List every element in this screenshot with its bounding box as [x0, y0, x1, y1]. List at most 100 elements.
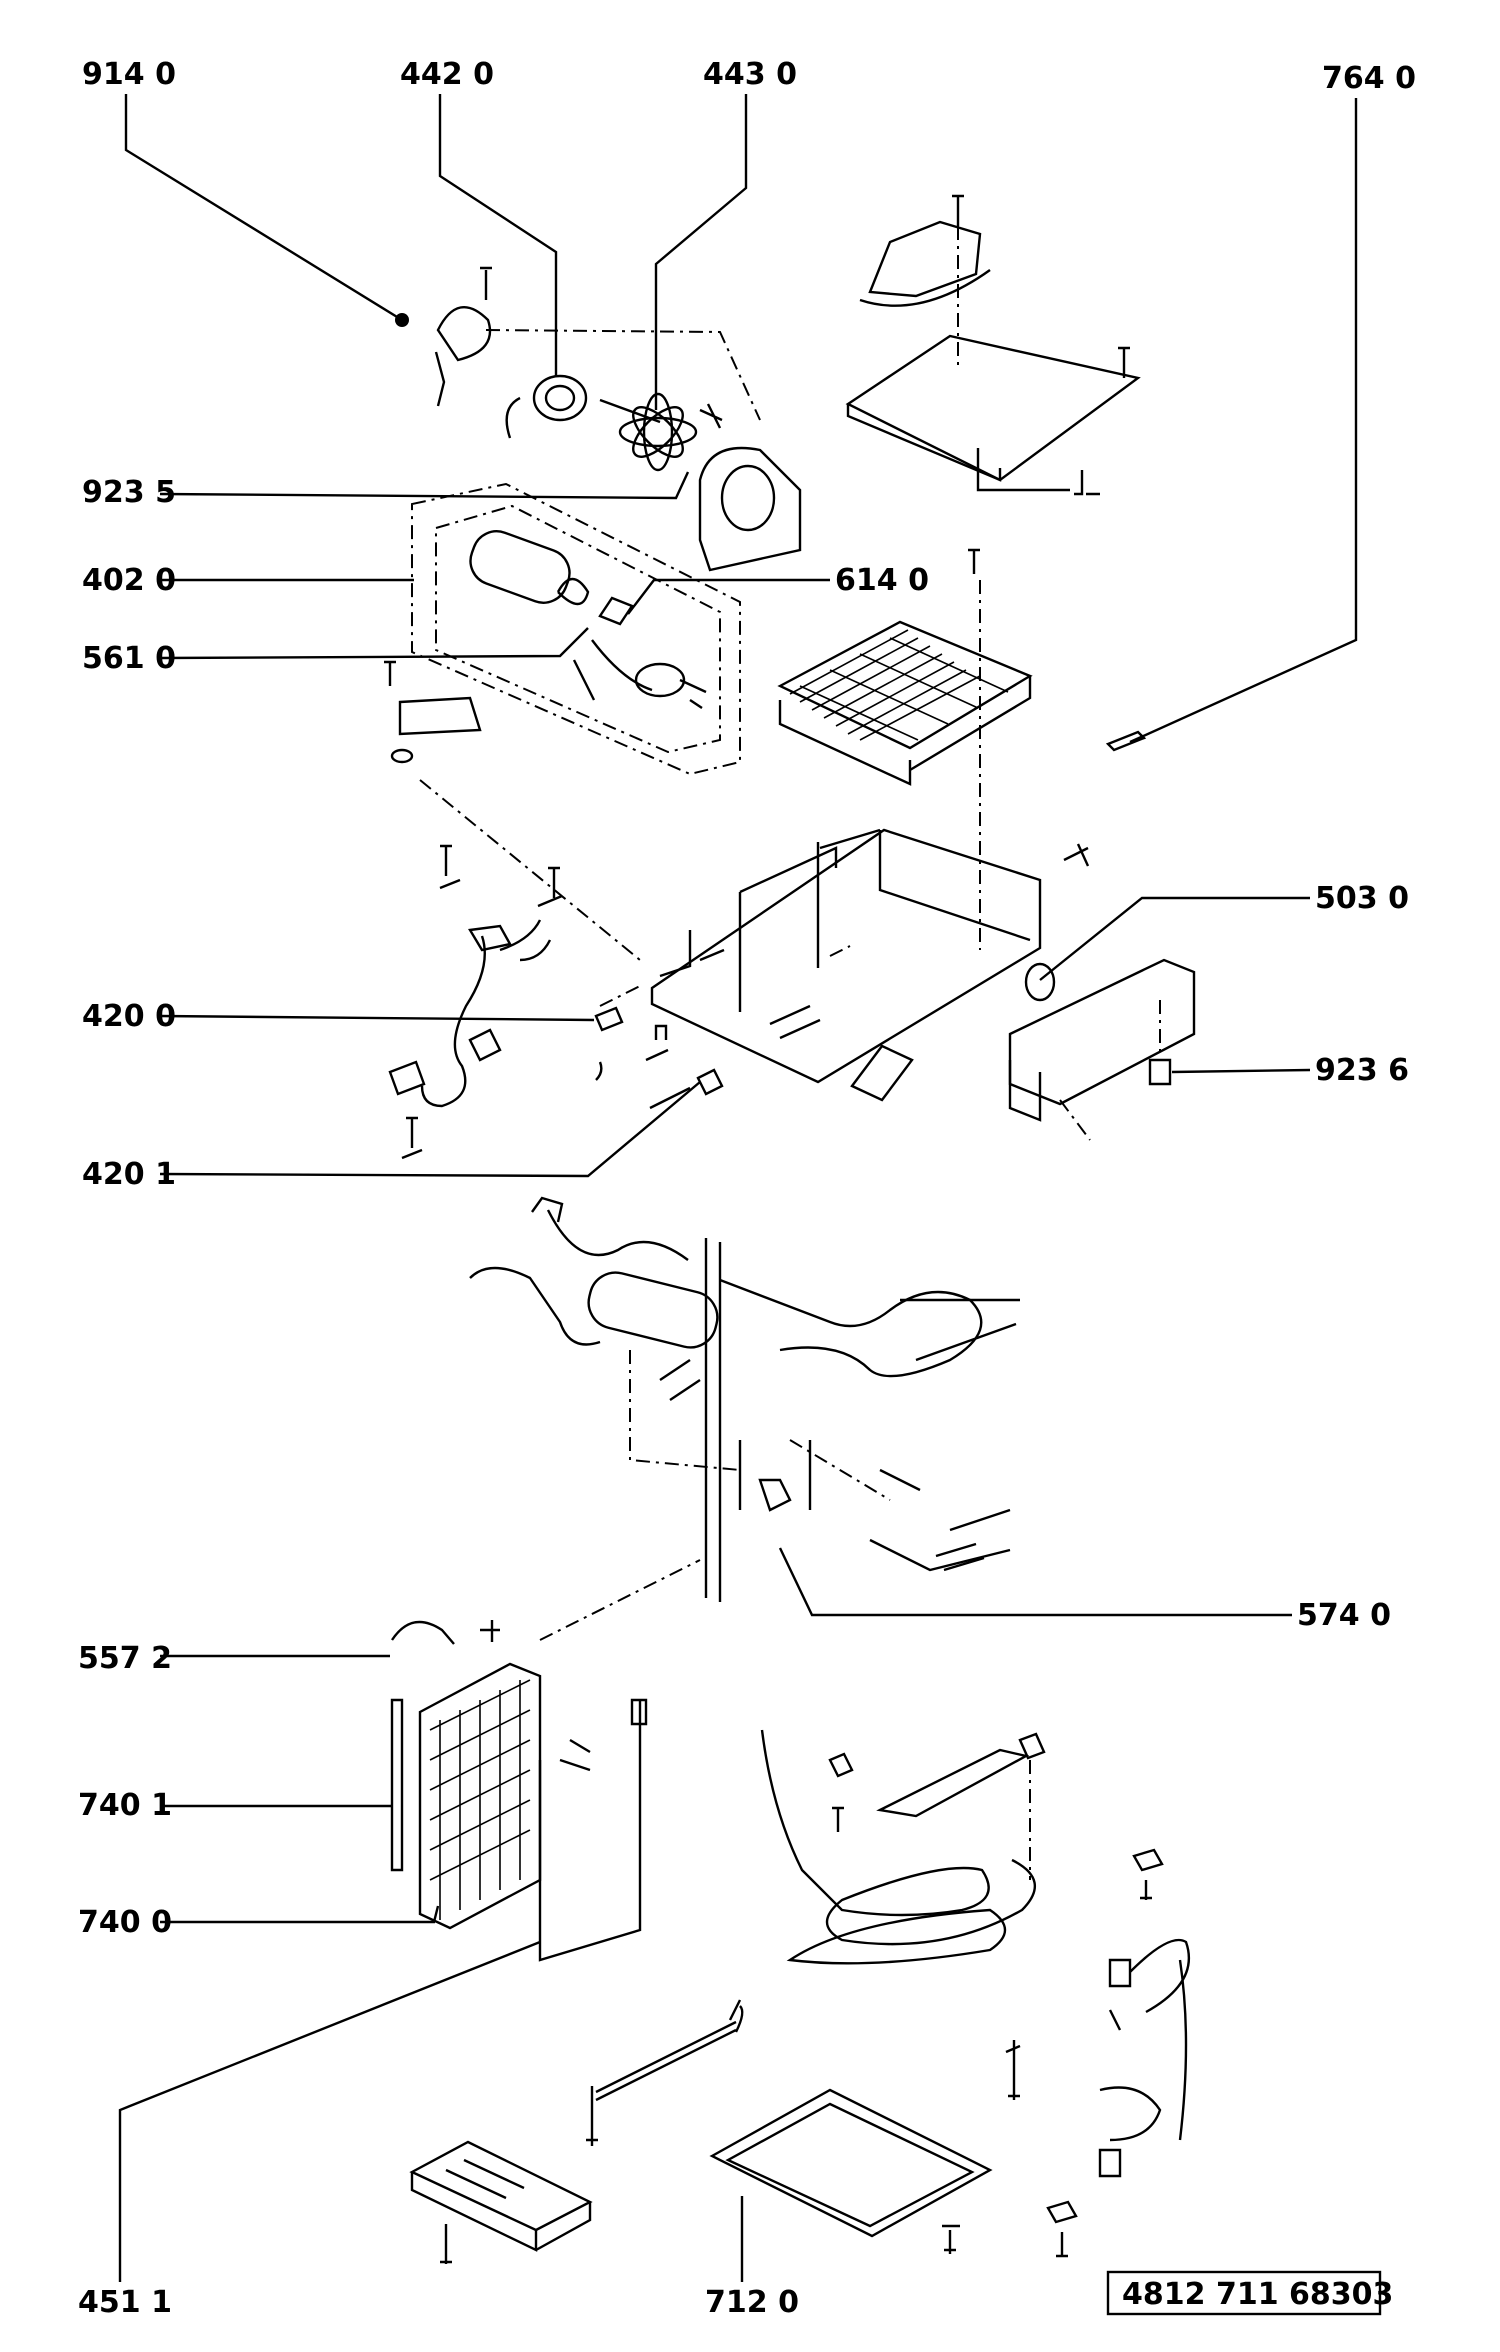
leader-923-6	[1171, 1068, 1311, 1074]
screw-tray-bottom	[942, 2224, 960, 2254]
thermostat-housing	[868, 220, 982, 298]
leader-923-5	[159, 471, 690, 500]
capacitor-group-402-0	[384, 482, 741, 776]
condenser-assembly	[390, 1559, 701, 1962]
inner-outline-402-0	[435, 504, 721, 754]
coil-frame-edge	[778, 676, 1032, 786]
heater-bracket	[876, 1748, 1030, 1818]
harness-clip-top	[1132, 1848, 1164, 1872]
screw-cord-bottom	[401, 1116, 423, 1160]
starter-561-0	[634, 662, 686, 698]
base-pan-axis-left	[419, 779, 641, 961]
compressor-mount	[659, 1359, 701, 1401]
screw-coil	[968, 548, 980, 574]
grommet	[390, 748, 414, 764]
circuit-axis	[629, 1350, 891, 1501]
leader-420-0	[159, 1014, 595, 1022]
tray-clip	[1046, 2200, 1078, 2258]
leader-443-0	[654, 94, 748, 410]
drain-tube-451-1	[538, 1700, 642, 1962]
fan-shroud	[698, 446, 802, 572]
hose-clip	[480, 1620, 500, 1642]
label-614-0: 614 0	[835, 563, 929, 598]
defrost-heater-assembly	[760, 1729, 1046, 1965]
evaporator-cover-plate	[845, 334, 1141, 482]
label-574-0: 574 0	[1297, 1598, 1391, 1633]
screw-cord-top	[439, 844, 461, 890]
fan-motor-442-0	[532, 374, 588, 422]
coil-tubes-b	[799, 637, 1009, 741]
cord-plug-head	[468, 924, 512, 952]
solenoid-574-0	[758, 1478, 792, 1512]
fan-screw	[699, 403, 723, 429]
suction-line-left	[469, 1266, 601, 1346]
control-axis	[1059, 1000, 1161, 1141]
drip-tray-rod-end	[728, 1999, 744, 2033]
cover-plate-edge	[846, 404, 1002, 482]
circuit-bracket	[935, 1542, 985, 1572]
leader-764-0	[1129, 98, 1358, 744]
label-923-5: 923 5	[82, 475, 176, 510]
circuit-return	[869, 1468, 1011, 1572]
heater-clip-right	[1018, 1732, 1046, 1760]
label-443-0: 443 0	[703, 57, 797, 92]
starter-pins	[679, 678, 707, 709]
fan-blade-443-0	[618, 392, 698, 472]
base-pan-wall-back	[819, 828, 1031, 942]
cord-wires	[499, 919, 552, 962]
doc-number: 4812 711 68303	[1122, 2277, 1393, 2312]
label-764-0: 764 0	[1322, 61, 1416, 96]
defrost-heater	[760, 1729, 1037, 1946]
condenser-axis	[539, 1559, 701, 1641]
mains-plug	[388, 1060, 426, 1096]
evaporator-coil	[777, 548, 1033, 950]
thermostat-503-0	[1024, 962, 1056, 1002]
condenser-loop	[719, 1278, 983, 1378]
capillary-tube-top	[531, 1196, 689, 1261]
control-bracket-leg	[1008, 1060, 1042, 1122]
refrigeration-circuit	[469, 1196, 1020, 1602]
condenser-bracket-740-1	[390, 1698, 404, 1872]
label-442-0: 442 0	[400, 57, 494, 92]
fan-shroud-ring	[720, 464, 776, 532]
screw-capbox	[384, 660, 396, 686]
power-cord-420-0	[420, 935, 486, 1108]
leader-561-0	[159, 627, 589, 660]
capacitor-body	[469, 530, 571, 604]
connector-420-0	[594, 1006, 624, 1081]
part-labels: 914 0 442 0 443 0 764 0 923 5 402 0 614 …	[78, 57, 1416, 2320]
leader-451-1	[118, 1940, 541, 2282]
base-pan-axis-small	[599, 945, 851, 1007]
leader-740-0	[160, 1905, 440, 1924]
condenser-clip	[559, 1738, 591, 1772]
drain-tube-fitting	[630, 1698, 648, 1726]
leader-914-0	[124, 94, 403, 322]
fan-motor-hub	[544, 384, 576, 412]
fan-bracket	[434, 305, 492, 407]
top-cover-assembly	[845, 194, 1147, 752]
label-923-6: 923 6	[1315, 1053, 1409, 1088]
screw-heater	[832, 1806, 844, 1832]
drip-tray-inner	[725, 2102, 975, 2228]
drip-tray-712-0	[709, 2088, 993, 2238]
drip-tray-rod	[595, 2020, 737, 2102]
power-cord-assembly	[388, 844, 724, 1160]
screw-cord-top2	[537, 866, 563, 908]
leader-lines	[118, 94, 1358, 2282]
screw-rod	[586, 2086, 598, 2146]
doc-number-frame	[1106, 2270, 1382, 2316]
compressor-body	[587, 1271, 719, 1349]
control-bracket-assembly	[1008, 958, 1196, 1141]
wiring-harness-assembly	[1098, 1848, 1191, 2178]
base-pan-clip	[1063, 843, 1090, 867]
switch-923-6	[1148, 1058, 1172, 1086]
condenser-tail	[900, 1298, 1020, 1362]
label-451-1: 451 1	[78, 2285, 172, 2320]
control-bracket	[1008, 958, 1196, 1106]
relay-614-0	[598, 596, 634, 626]
screw-housing	[952, 194, 964, 226]
label-914-0: 914 0	[82, 57, 176, 92]
label-712-0: 712 0	[705, 2285, 799, 2320]
evaporation-tray	[409, 2140, 593, 2232]
